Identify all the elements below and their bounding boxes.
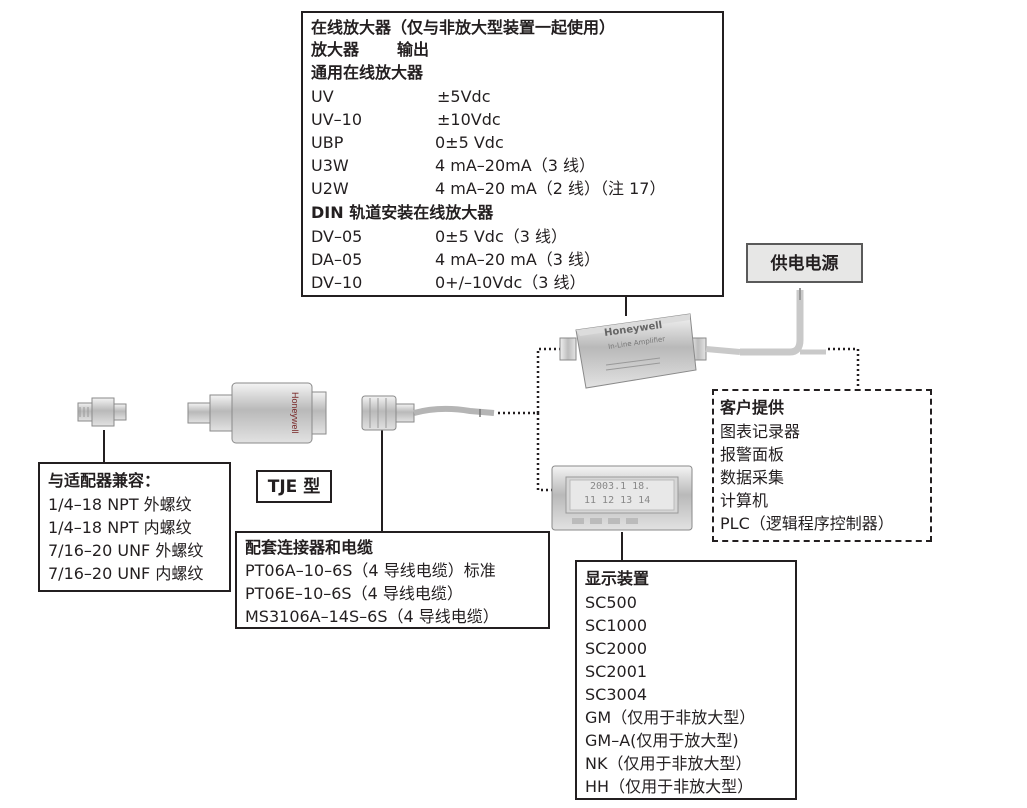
connector-item: MS3106A–14S–6S（4 导线电缆）: [245, 607, 499, 626]
customer-item: 数据采集: [720, 468, 785, 487]
power-supply-label: 供电电源: [746, 243, 863, 283]
amp-output: 0±5 Vdc: [435, 133, 504, 152]
amp-group1-title: 通用在线放大器: [311, 63, 424, 82]
display-item: SC500: [585, 593, 637, 612]
amp-model: UV–10: [311, 110, 363, 129]
adapter-box-title: 与适配器兼容：: [48, 471, 161, 490]
connector-item: PT06A–10–6S（4 导线电缆）标准: [245, 561, 496, 580]
display-box-title: 显示装置: [585, 569, 650, 588]
amp-output: 4 mA–20 mA（3 线）: [435, 250, 601, 269]
display-item: NK（仅用于非放大型）: [585, 754, 752, 773]
amp-model: DV–10: [311, 273, 363, 292]
amp-output: ±10Vdc: [437, 110, 501, 129]
display-item: SC1000: [585, 616, 648, 635]
connector-box-title: 配套连接器和电缆: [245, 538, 374, 557]
adapter-fitting-image: [77, 397, 127, 427]
adapter-item: 7/16–20 UNF 外螺纹: [48, 541, 204, 560]
inline-amplifier-image: [559, 313, 741, 389]
adapter-item: 1/4–18 NPT 内螺纹: [48, 518, 192, 537]
tje-model-label: TJE 型: [256, 470, 332, 503]
amp-output: 4 mA–20mA（3 线）: [435, 156, 595, 175]
connector-cable-image: [361, 395, 495, 431]
adapter-compat-box: 与适配器兼容： 1/4–18 NPT 外螺纹 1/4–18 NPT 内螺纹 7/…: [38, 462, 231, 592]
tje-model-text: TJE 型: [267, 477, 321, 497]
leader-lines: [103, 296, 627, 560]
amp-group2-title: DIN 轨道安装在线放大器: [311, 203, 494, 222]
amp-model: DV–05: [311, 227, 363, 246]
inline-amplifier-box: 在线放大器（仅与非放大型装置一起使用） 放大器 输出 通用在线放大器 UV ±5…: [301, 11, 724, 297]
display-device-image: [551, 465, 693, 531]
amp-model: U3W: [311, 156, 349, 175]
display-item: GM–A(仅用于放大型): [585, 731, 739, 750]
adapter-item: 7/16–20 UNF 内螺纹: [48, 564, 204, 583]
display-item: SC2000: [585, 639, 648, 658]
amp-model: UBP: [311, 133, 344, 152]
amp-header-right: 输出: [397, 40, 430, 59]
display-item: GM（仅用于非放大型）: [585, 708, 756, 727]
amp-output: ±5Vdc: [437, 87, 491, 106]
amp-model: U2W: [311, 179, 349, 198]
amp-model: DA–05: [311, 250, 363, 269]
customer-supplied-box: 客户提供 图表记录器 报警面板 数据采集 计算机 PLC（逻辑程序控制器）: [712, 389, 932, 542]
amp-header-left: 放大器: [311, 40, 360, 59]
customer-box-title: 客户提供: [720, 398, 785, 417]
svg-text:Honeywell: Honeywell: [290, 392, 300, 434]
amp-output: 0+/–10Vdc（3 线）: [435, 273, 586, 292]
display-item: SC2001: [585, 662, 648, 681]
amp-box-title: 在线放大器（仅与非放大型装置一起使用）: [311, 18, 616, 37]
display-devices-box: 显示装置 SC500 SC1000 SC2000 SC2001 SC3004 G…: [575, 560, 797, 800]
display-item: SC3004: [585, 685, 648, 704]
mating-connector-box: 配套连接器和电缆 PT06A–10–6S（4 导线电缆）标准 PT06E–10–…: [235, 531, 550, 629]
customer-item: 报警面板: [720, 445, 785, 464]
amp-output: 4 mA–20 mA（2 线）（注 17）: [435, 179, 666, 198]
display-readout-line1: 2003.1 18.: [590, 481, 651, 492]
power-cable: [740, 288, 826, 356]
connector-item: PT06E–10–6S（4 导线电缆）: [245, 584, 463, 603]
display-readout-line2: 11 12 13 14: [584, 495, 651, 506]
adapter-item: 1/4–18 NPT 外螺纹: [48, 495, 192, 514]
customer-item: 图表记录器: [720, 422, 801, 441]
power-supply-text: 供电电源: [770, 254, 839, 274]
customer-item: 计算机: [720, 491, 769, 510]
tje-transducer-image: Honeywell: [187, 382, 327, 444]
customer-item: PLC（逻辑程序控制器）: [720, 514, 894, 533]
amp-model: UV: [311, 87, 334, 106]
amp-output: 0±5 Vdc（3 线）: [435, 227, 568, 246]
dotted-links: [498, 347, 860, 492]
display-item: HH（仅用于非放大型）: [585, 777, 754, 796]
